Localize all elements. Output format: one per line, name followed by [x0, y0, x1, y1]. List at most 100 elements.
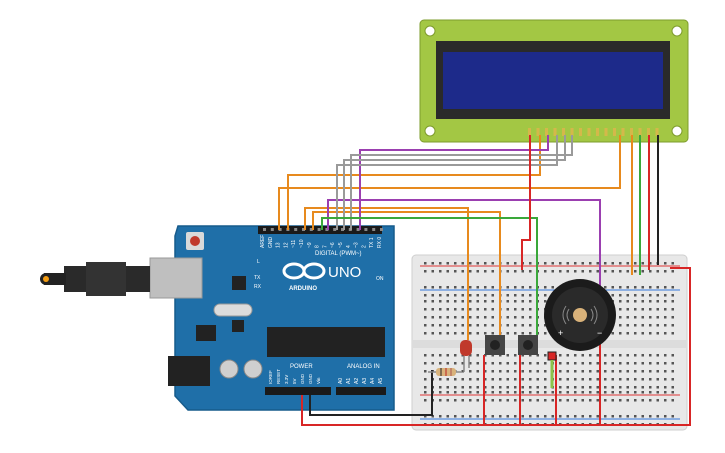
breadboard-hole[interactable] [671, 415, 675, 418]
breadboard-hole[interactable] [596, 262, 600, 265]
breadboard-hole[interactable] [656, 354, 660, 357]
breadboard-hole[interactable] [454, 391, 457, 394]
breadboard-hole[interactable] [634, 362, 637, 365]
breadboard-hole[interactable] [619, 362, 622, 365]
breadboard-hole[interactable] [484, 415, 487, 418]
breadboard-hole[interactable] [521, 324, 525, 327]
breadboard-hole[interactable] [514, 294, 517, 297]
breadboard-hole[interactable] [626, 415, 630, 418]
lcd-module[interactable] [419, 19, 689, 143]
breadboard-hole[interactable] [424, 316, 427, 319]
breadboard-hole[interactable] [656, 324, 660, 327]
digital-pin-socket[interactable] [263, 228, 266, 231]
breadboard-hole[interactable] [476, 415, 480, 418]
breadboard-hole[interactable] [446, 324, 450, 327]
breadboard-hole[interactable] [589, 391, 592, 394]
breadboard-hole[interactable] [566, 415, 570, 418]
lcd-pin[interactable] [613, 128, 616, 136]
breadboard-hole[interactable] [506, 391, 510, 394]
breadboard-hole[interactable] [559, 270, 562, 273]
breadboard-hole[interactable] [506, 386, 510, 389]
breadboard-hole[interactable] [559, 262, 562, 265]
breadboard-hole[interactable] [499, 354, 502, 357]
breadboard-hole[interactable] [439, 324, 442, 327]
lcd-pin[interactable] [638, 128, 642, 136]
breadboard-hole[interactable] [649, 370, 652, 373]
breadboard-hole[interactable] [521, 386, 525, 389]
breadboard-hole[interactable] [671, 391, 675, 394]
breadboard-hole[interactable] [529, 386, 532, 389]
breadboard-hole[interactable] [634, 308, 637, 311]
breadboard-hole[interactable] [671, 300, 675, 303]
digital-pin-socket[interactable] [302, 228, 305, 231]
breadboard-hole[interactable] [424, 386, 427, 389]
breadboard-hole[interactable] [424, 308, 427, 311]
breadboard-hole[interactable] [484, 286, 487, 289]
breadboard-hole[interactable] [634, 399, 637, 402]
breadboard-hole[interactable] [544, 386, 547, 389]
breadboard-hole[interactable] [581, 399, 585, 402]
breadboard-hole[interactable] [544, 378, 547, 381]
breadboard-hole[interactable] [671, 354, 675, 357]
breadboard-hole[interactable] [619, 308, 622, 311]
breadboard-hole[interactable] [626, 300, 630, 303]
breadboard-hole[interactable] [529, 316, 532, 319]
breadboard-hole[interactable] [491, 300, 495, 303]
breadboard-hole[interactable] [566, 391, 570, 394]
breadboard-hole[interactable] [514, 300, 517, 303]
breadboard-hole[interactable] [619, 262, 622, 265]
breadboard-hole[interactable] [626, 354, 630, 357]
breadboard-hole[interactable] [521, 354, 525, 357]
breadboard-hole[interactable] [536, 362, 540, 365]
breadboard-hole[interactable] [649, 332, 652, 335]
breadboard-hole[interactable] [506, 270, 510, 273]
breadboard-hole[interactable] [439, 262, 442, 265]
breadboard-hole[interactable] [521, 286, 525, 289]
breadboard-hole[interactable] [439, 378, 442, 381]
breadboard-hole[interactable] [656, 294, 660, 297]
breadboard-hole[interactable] [671, 262, 675, 265]
breadboard-hole[interactable] [484, 270, 487, 273]
breadboard-hole[interactable] [469, 316, 472, 319]
breadboard-hole[interactable] [619, 286, 622, 289]
breadboard-hole[interactable] [611, 262, 615, 265]
breadboard-hole[interactable] [529, 354, 532, 357]
breadboard-hole[interactable] [641, 399, 645, 402]
breadboard-hole[interactable] [604, 354, 607, 357]
breadboard-hole[interactable] [506, 262, 510, 265]
breadboard-hole[interactable] [506, 399, 510, 402]
breadboard-hole[interactable] [506, 378, 510, 381]
breadboard-hole[interactable] [431, 324, 435, 327]
breadboard-hole[interactable] [506, 308, 510, 311]
breadboard-hole[interactable] [461, 308, 465, 311]
breadboard-hole[interactable] [641, 354, 645, 357]
breadboard-hole[interactable] [619, 332, 622, 335]
breadboard-hole[interactable] [574, 270, 577, 273]
breadboard-hole[interactable] [499, 391, 502, 394]
breadboard-hole[interactable] [491, 391, 495, 394]
breadboard-hole[interactable] [454, 308, 457, 311]
breadboard-hole[interactable] [491, 399, 495, 402]
breadboard-hole[interactable] [649, 324, 652, 327]
breadboard-hole[interactable] [446, 308, 450, 311]
breadboard-hole[interactable] [484, 378, 487, 381]
breadboard-hole[interactable] [536, 391, 540, 394]
breadboard-hole[interactable] [424, 399, 427, 402]
breadboard-hole[interactable] [514, 415, 517, 418]
breadboard-hole[interactable] [454, 415, 457, 418]
breadboard-hole[interactable] [491, 386, 495, 389]
breadboard-hole[interactable] [664, 308, 667, 311]
breadboard-hole[interactable] [649, 308, 652, 311]
breadboard-hole[interactable] [424, 415, 427, 418]
digital-pin-socket[interactable] [372, 228, 376, 231]
breadboard-hole[interactable] [529, 378, 532, 381]
breadboard-hole[interactable] [626, 270, 630, 273]
breadboard-hole[interactable] [664, 415, 667, 418]
breadboard-hole[interactable] [499, 415, 502, 418]
breadboard-hole[interactable] [461, 370, 465, 373]
breadboard-hole[interactable] [506, 415, 510, 418]
breadboard-hole[interactable] [671, 332, 675, 335]
breadboard-hole[interactable] [446, 294, 450, 297]
breadboard-hole[interactable] [469, 386, 472, 389]
breadboard-hole[interactable] [544, 354, 547, 357]
